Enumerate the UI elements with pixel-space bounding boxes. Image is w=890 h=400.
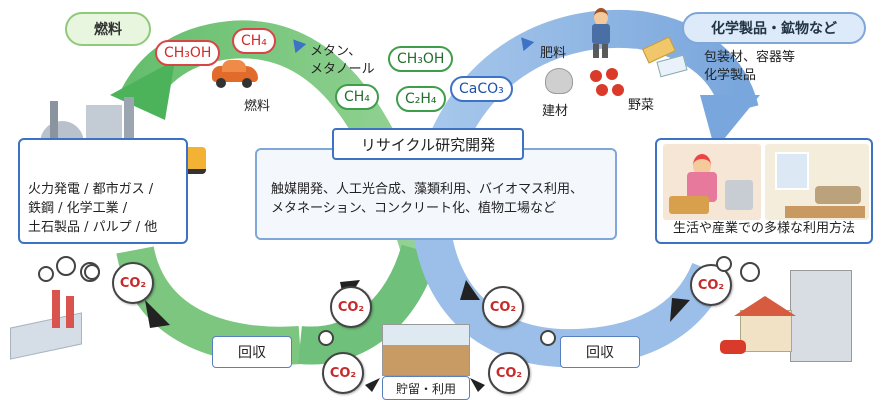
fertilizer-caption: 肥料 bbox=[540, 46, 567, 61]
co2-small-dot-right-2 bbox=[716, 256, 732, 272]
ch3oh-center-text: CH₃OH bbox=[397, 51, 445, 67]
storage-label: 貯留・利用 bbox=[382, 376, 470, 400]
arrow-right-down bbox=[670, 298, 690, 322]
ch3oh-left-badge: CH₃OH bbox=[155, 40, 221, 66]
green-arrowhead-top bbox=[110, 60, 175, 120]
ch3oh-left-text: CH₃OH bbox=[164, 45, 212, 61]
ch3oh-center-badge: CH₃OH bbox=[388, 46, 454, 72]
co2-text-3: CO₂ bbox=[489, 299, 517, 315]
co2-bubble-center-right: CO₂ bbox=[482, 286, 524, 328]
packaging-line-2: 化学製品 bbox=[704, 68, 757, 83]
recycle-rd-box: 触媒開発、人工光合成、藻類利用、バイオマス利用、 メタネーション、コンクリート化… bbox=[255, 148, 617, 240]
co2-small-dot-right bbox=[540, 330, 556, 346]
recovery-label-left: 回収 bbox=[212, 336, 292, 368]
smoke-dot-4 bbox=[740, 262, 760, 282]
usage-methods-box: 生活や産業での多様な利用方法 bbox=[655, 138, 873, 244]
arrow-left-down bbox=[145, 300, 170, 328]
co2-bubble-left: CO₂ bbox=[112, 262, 154, 304]
farmer-icon bbox=[588, 8, 614, 58]
packaging-line-1: 包装材、容器等 bbox=[704, 50, 796, 65]
co2-bubble-center-left: CO₂ bbox=[330, 286, 372, 328]
co2-text-4: CO₂ bbox=[697, 277, 725, 293]
tomato-icon bbox=[588, 66, 628, 102]
industry-line-3: 土石製品 / パルプ / 他 bbox=[28, 220, 158, 235]
caco3-badge: CaCO₃ bbox=[450, 76, 513, 102]
methane-line-1: メタン、 bbox=[310, 44, 362, 59]
industry-line-2: 鉄鋼 / 化学工業 / bbox=[28, 201, 128, 216]
arrow-storage-right bbox=[470, 378, 485, 392]
co2-dot-left bbox=[84, 264, 100, 280]
factory-icon bbox=[10, 290, 90, 360]
methane-line-2: メタノール bbox=[310, 62, 375, 77]
co2-bubble-bottom-right: CO₂ bbox=[488, 352, 530, 394]
co2-text-1: CO₂ bbox=[119, 275, 147, 291]
blue-arrowhead-top bbox=[700, 95, 760, 150]
co2-text-6: CO₂ bbox=[495, 365, 523, 381]
recovery-right-text: 回収 bbox=[586, 345, 614, 361]
industry-line-1: 火力発電 / 都市ガス / bbox=[28, 182, 154, 197]
recycle-rd-title: リサイクル研究開発 bbox=[332, 128, 524, 160]
c2h4-text: C₂H₄ bbox=[405, 91, 437, 107]
living-room-image bbox=[765, 144, 869, 220]
fuel-pill-label: 燃料 bbox=[94, 22, 122, 38]
shop-scene-image bbox=[663, 144, 761, 220]
industry-sources-box: 火力発電 / 都市ガス / 鉄鋼 / 化学工業 / 土石製品 / パルプ / 他 bbox=[18, 138, 188, 244]
co2-small-dot-left bbox=[318, 330, 334, 346]
chemicals-minerals-pill: 化学製品・鉱物など bbox=[682, 12, 866, 44]
ch4-left-badge: CH₄ bbox=[232, 28, 276, 54]
smoke-dot-2 bbox=[56, 256, 76, 276]
co2-text-2: CO₂ bbox=[337, 299, 365, 315]
ch4-center-text: CH₄ bbox=[344, 89, 370, 105]
chemicals-minerals-label: 化学製品・鉱物など bbox=[711, 21, 837, 37]
rd-line-2: メタネーション、コンクリート化、植物工場など bbox=[271, 201, 556, 216]
ch4-center-badge: CH₄ bbox=[335, 84, 379, 110]
storage-label-text: 貯留・利用 bbox=[395, 381, 456, 396]
co2-text-5: CO₂ bbox=[329, 365, 357, 381]
vegetable-caption: 野菜 bbox=[628, 98, 655, 113]
co2-bubble-bottom-left: CO₂ bbox=[322, 352, 364, 394]
houses-icon bbox=[720, 270, 870, 365]
recovery-label-right: 回収 bbox=[560, 336, 640, 368]
recovery-left-text: 回収 bbox=[238, 345, 266, 361]
arrow-center-right-up bbox=[460, 280, 480, 300]
fuel-pill: 燃料 bbox=[65, 12, 151, 46]
shovel-icon bbox=[545, 68, 573, 94]
rd-line-1: 触媒開発、人工光合成、藻類利用、バイオマス利用、 bbox=[271, 182, 584, 197]
recycle-rd-title-text: リサイクル研究開発 bbox=[360, 135, 496, 154]
building-material-caption: 建材 bbox=[542, 104, 569, 119]
c2h4-badge: C₂H₄ bbox=[396, 86, 446, 112]
arrow-storage-left bbox=[365, 378, 380, 392]
smoke-dot-1 bbox=[38, 266, 54, 282]
fuel-caption: 燃料 bbox=[244, 99, 271, 114]
packaging-icon bbox=[640, 36, 690, 78]
usage-caption: 生活や産業での多様な利用方法 bbox=[672, 221, 855, 236]
ch4-left-text: CH₄ bbox=[241, 33, 267, 49]
caco3-text: CaCO₃ bbox=[459, 81, 504, 97]
storage-illustration bbox=[382, 324, 470, 376]
car-icon bbox=[208, 58, 260, 88]
